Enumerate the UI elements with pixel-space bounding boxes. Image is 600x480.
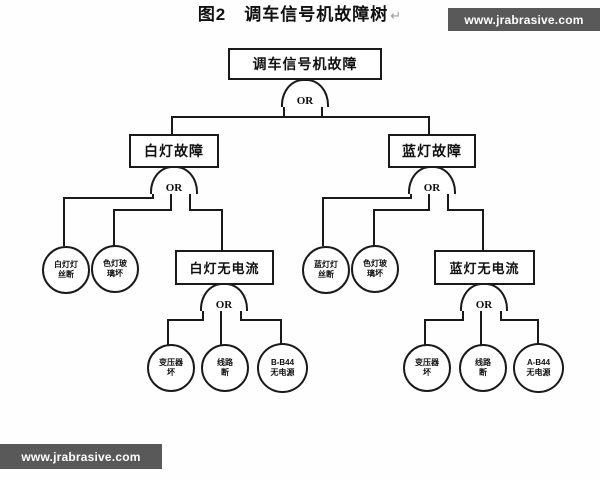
connector-line xyxy=(322,197,324,246)
or-gate-label: OR xyxy=(296,95,314,107)
connector-line xyxy=(447,190,449,211)
connector-line xyxy=(447,209,484,211)
connector-line xyxy=(220,307,222,345)
connector-line xyxy=(280,319,282,345)
or-gate-label: OR xyxy=(165,182,183,194)
connector-line xyxy=(171,116,173,135)
leaf-lens-glass-broken-left: 色灯玻 璃坏 xyxy=(91,245,139,293)
connector-line xyxy=(167,319,169,345)
leaf-text-line1: 色灯玻 xyxy=(103,259,127,268)
leaf-text-line2: 断 xyxy=(479,368,487,377)
leaf-text-line2: 坏 xyxy=(423,368,431,377)
or-gate-blue-sub: OR xyxy=(460,283,508,311)
connector-line xyxy=(202,307,204,321)
leaf-text-line1: 白灯灯 xyxy=(54,260,78,269)
leaf-text-line2: 丝断 xyxy=(318,270,334,279)
connector-line xyxy=(373,209,430,211)
leaf-no-power-right: A-B44 无电源 xyxy=(513,343,564,393)
leaf-transformer-broken-right: 变压器 坏 xyxy=(403,344,451,392)
connector-line xyxy=(424,319,464,321)
leaf-text-line1: 线路 xyxy=(217,358,233,367)
connector-line xyxy=(63,197,65,246)
connector-line xyxy=(113,209,115,246)
connector-line xyxy=(189,190,191,211)
figure-caption: 图2 调车信号机故障树↵ xyxy=(0,0,600,25)
connector-line xyxy=(322,197,412,199)
connector-line xyxy=(537,319,539,345)
leaf-text-line1: 变压器 xyxy=(159,358,183,367)
connector-line xyxy=(462,307,464,321)
connector-line xyxy=(500,319,539,321)
node-white-light-fault: 白灯故障 xyxy=(129,134,219,168)
connector-line xyxy=(152,190,154,199)
leaf-text-line1: 变压器 xyxy=(415,358,439,367)
root-node-box: 调车信号机故障 xyxy=(228,48,382,80)
connector-line xyxy=(500,307,502,321)
leaf-text-line2: 断 xyxy=(221,368,229,377)
leaf-text-line2: 丝断 xyxy=(58,270,74,279)
connector-line xyxy=(428,116,430,135)
paragraph-return-mark: ↵ xyxy=(390,8,403,23)
connector-line xyxy=(167,319,204,321)
connector-line xyxy=(410,190,412,199)
connector-line xyxy=(113,209,172,211)
leaf-text-line2: 无电源 xyxy=(270,368,295,377)
figure-title: 调车信号机故障树 xyxy=(244,5,389,24)
leaf-text-line2: 璃坏 xyxy=(367,269,383,278)
leaf-text-line1: 线路 xyxy=(475,358,491,367)
watermark-bottom-left: www.jrabrasive.com xyxy=(0,444,162,469)
connector-line xyxy=(240,319,282,321)
leaf-text-line1: 色灯玻 xyxy=(363,259,387,268)
connector-line xyxy=(482,209,484,251)
or-gate-white: OR xyxy=(150,166,198,194)
leaf-no-power-left: B-B44 无电源 xyxy=(257,343,308,393)
or-gate-label: OR xyxy=(475,299,493,311)
node-blue-light-fault: 蓝灯故障 xyxy=(388,134,476,168)
watermark-top-right: www.jrabrasive.com xyxy=(448,8,600,31)
leaf-transformer-broken-left: 变压器 坏 xyxy=(147,344,195,392)
or-gate-blue: OR xyxy=(408,166,456,194)
leaf-lens-glass-broken-right: 色灯玻 璃坏 xyxy=(351,245,399,293)
or-gate-white-sub: OR xyxy=(200,283,248,311)
leaf-line-broken-left: 线路 断 xyxy=(201,344,249,392)
connector-line xyxy=(240,307,242,321)
leaf-blue-filament-broken: 蓝灯灯 丝断 xyxy=(302,246,350,294)
leaf-text-line2: 无电源 xyxy=(526,368,551,377)
leaf-text-line1: 蓝灯灯 xyxy=(314,260,338,269)
connector-line xyxy=(428,190,430,211)
leaf-text-line2: 璃坏 xyxy=(107,269,123,278)
connector-line xyxy=(170,190,172,211)
connector-line xyxy=(283,103,285,117)
or-gate-root: OR xyxy=(281,79,329,107)
connector-line xyxy=(189,209,223,211)
figure-number: 图2 xyxy=(197,5,227,24)
connector-line xyxy=(373,209,375,246)
leaf-text-line1: B-B44 xyxy=(270,358,295,367)
connector-line xyxy=(221,209,223,251)
node-white-no-current: 白灯无电流 xyxy=(175,250,274,285)
connector-line xyxy=(63,197,154,199)
leaf-text-line2: 坏 xyxy=(167,368,175,377)
connector-line xyxy=(171,116,430,118)
or-gate-label: OR xyxy=(215,299,233,311)
leaf-white-filament-broken: 白灯灯 丝断 xyxy=(42,246,90,294)
connector-line xyxy=(424,319,426,345)
or-gate-label: OR xyxy=(423,182,441,194)
leaf-line-broken-right: 线路 断 xyxy=(459,344,507,392)
leaf-text-line1: A-B44 xyxy=(526,358,551,367)
connector-line xyxy=(321,103,323,117)
node-blue-no-current: 蓝灯无电流 xyxy=(434,250,535,285)
connector-line xyxy=(480,307,482,345)
